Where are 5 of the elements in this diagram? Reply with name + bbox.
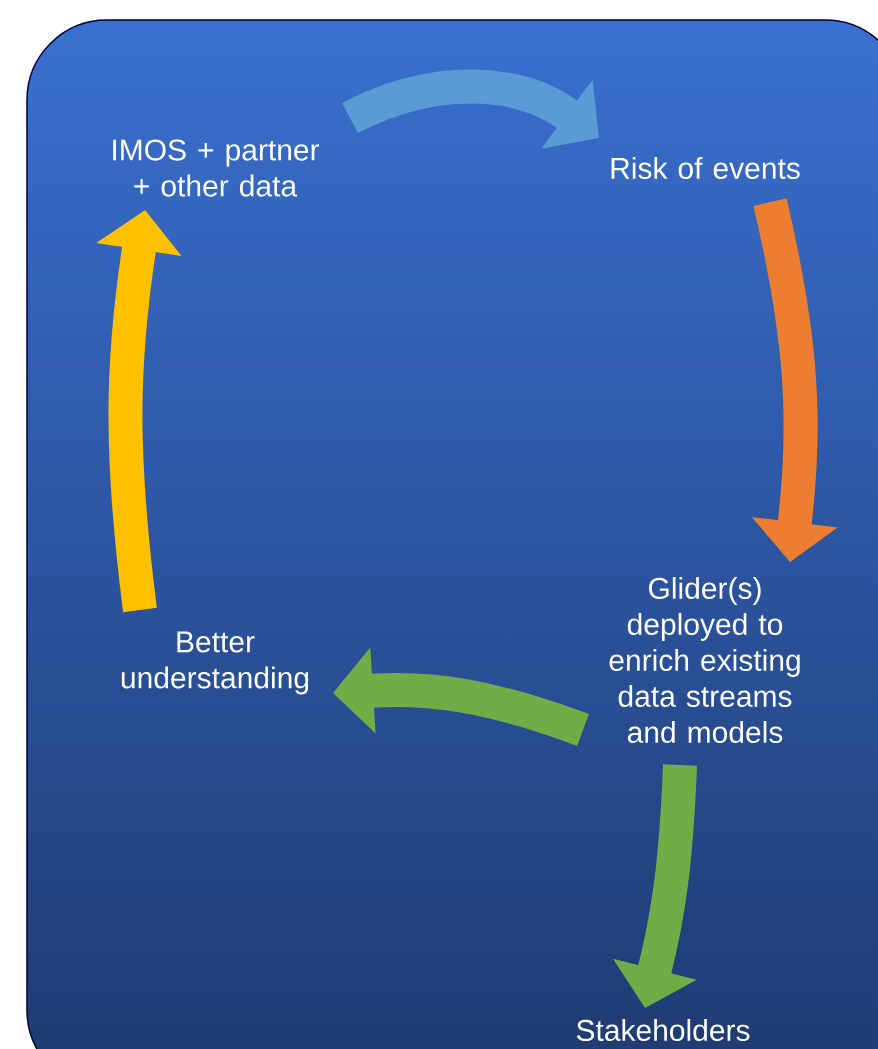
text-label: Risk of events	[611, 157, 800, 179]
text-label: IMOS + partner + other data	[113, 139, 320, 197]
text-label: Better understanding	[121, 631, 309, 695]
text-label: Stakeholders	[576, 1019, 750, 1042]
text-label: Glider(s) deployed to enrich existing data streams and models	[609, 577, 800, 744]
